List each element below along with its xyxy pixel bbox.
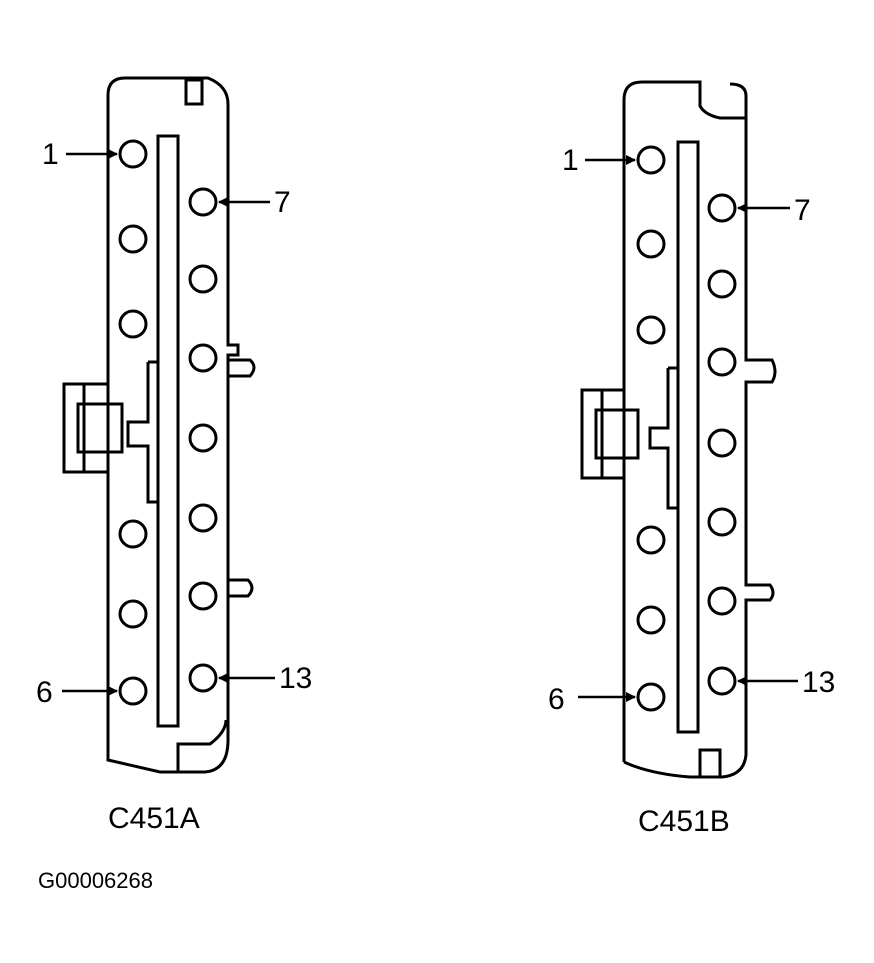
connector-housing: [106, 76, 240, 774]
pin-11: [707, 507, 737, 537]
pin-4: [118, 519, 148, 549]
pin-4: [636, 525, 666, 555]
pins-left-column: [118, 139, 148, 706]
locking-clip-inner: [594, 408, 640, 460]
pin-label-7: 7: [274, 186, 291, 219]
pin-1: [118, 139, 148, 169]
connector-housing: [622, 80, 777, 779]
pin-8: [188, 264, 218, 294]
pin-7: [707, 193, 737, 223]
pin-label-13: 13: [279, 662, 312, 695]
pin-13: [188, 663, 218, 693]
pin-2: [118, 224, 148, 254]
pin-label-13: 13: [802, 666, 835, 699]
pin-11: [188, 503, 218, 533]
pin-label-6: 6: [36, 676, 53, 709]
bottom-latch: [176, 719, 228, 772]
pin-5: [118, 599, 148, 629]
pin-10: [707, 428, 737, 458]
pin-label-1: 1: [562, 144, 579, 177]
pin-3: [118, 309, 148, 339]
pin-5: [636, 605, 666, 635]
pin-9: [188, 343, 218, 373]
pin-3: [636, 315, 666, 345]
locking-clip-inner: [76, 402, 124, 454]
pin-2: [636, 229, 666, 259]
pin-label-1: 1: [42, 138, 59, 171]
pin-13: [707, 666, 737, 696]
pin-12: [707, 586, 737, 616]
side-tab-upper: [228, 358, 256, 378]
pin-label-6: 6: [548, 683, 565, 716]
keyway: [648, 366, 678, 510]
keyway: [126, 360, 158, 504]
pin-12: [188, 581, 218, 611]
top-notch: [184, 78, 204, 106]
center-slot: [156, 134, 180, 728]
pin-1: [636, 145, 666, 175]
center-slot: [676, 140, 700, 734]
figure-id: G00006268: [38, 868, 153, 893]
bottom-notch: [698, 748, 722, 779]
pins-right-column: [188, 187, 218, 693]
pins-left-column: [636, 145, 666, 712]
pin-7: [188, 187, 218, 217]
connector-name: C451A: [108, 802, 200, 835]
connector-name: C451B: [638, 805, 730, 838]
connector-c451a: [62, 76, 275, 774]
locking-clip: [62, 382, 110, 474]
pin-9: [707, 347, 737, 377]
pin-10: [188, 423, 218, 453]
connector-c451b: [578, 80, 798, 779]
side-tab-lower: [228, 578, 254, 598]
pins-right-column: [707, 193, 737, 696]
pin-8: [707, 269, 737, 299]
pin-6: [636, 682, 666, 712]
pin-6: [118, 676, 148, 706]
pin-label-7: 7: [794, 194, 811, 227]
